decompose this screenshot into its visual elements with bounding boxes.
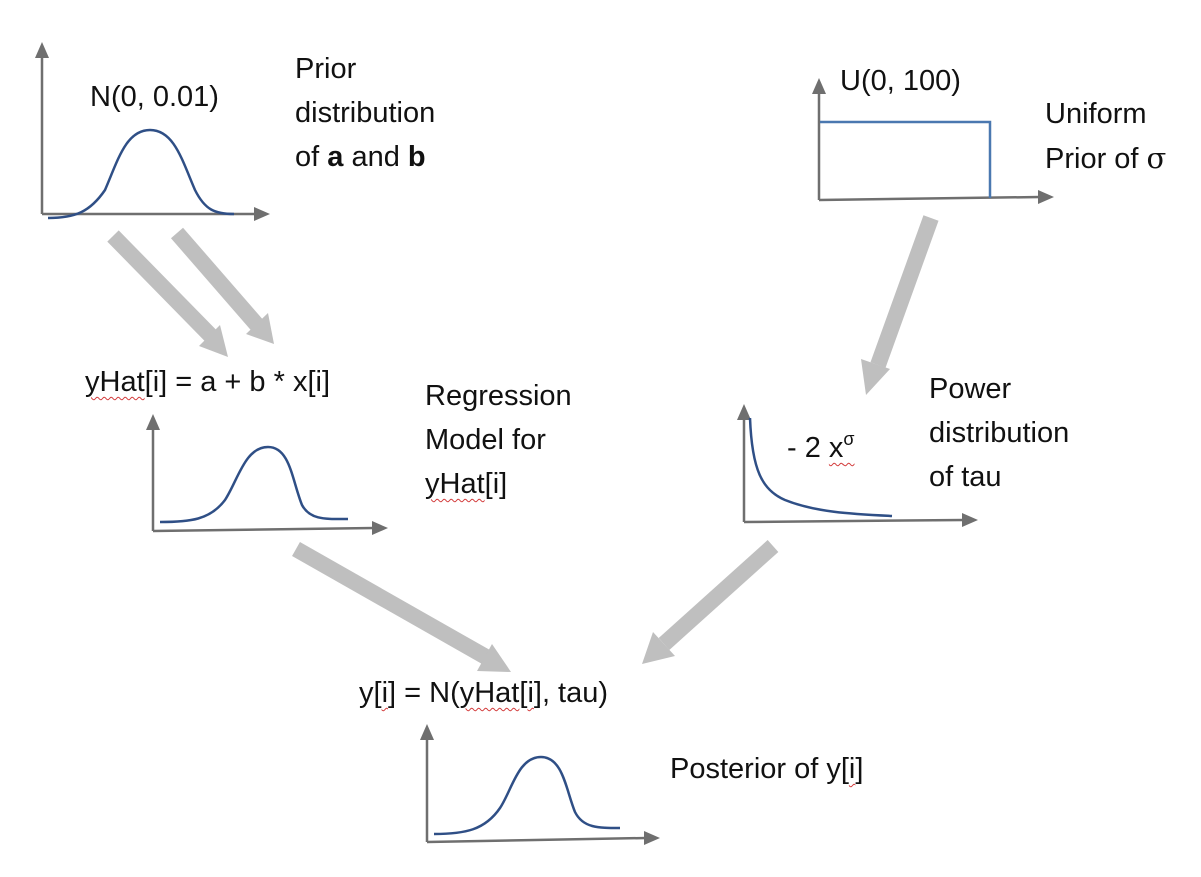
prior-sigma-label-line2: Prior of σ [1045,136,1166,181]
prior-ab-label: Prior distribution of a and b [295,47,435,179]
prior-ab-label-of: of [295,141,328,173]
regression-normal-curve [159,445,349,524]
prior-sigma-chart [812,78,1054,204]
posterior-formula-yhat: yHat [459,677,520,709]
prior-ab-x-arrowhead [254,207,270,221]
posterior-formula-y: y[ [359,677,382,709]
power-label-line1: Power [929,373,1012,405]
power-formula-x-group: xσ [828,429,855,464]
posterior-label-i: i [848,753,856,785]
posterior-label: Posterior of y[i] [670,747,863,791]
flow-arrow-power-to-posterior [642,540,779,664]
regression-label: Regression Model for yHat[i] [425,374,572,506]
prior-ab-formula: N(0, 0.01) [90,75,219,119]
posterior-formula-i: i [381,677,389,709]
regression-x-arrowhead [372,521,388,535]
posterior-formula-end: ], tau) [533,677,609,709]
prior-ab-formula-text: N(0, 0.01) [90,81,219,113]
posterior-formula: y[i] = N(yHat[i], tau) [359,671,608,715]
regression-x-axis [152,526,375,533]
regression-y-arrowhead [146,414,160,430]
posterior-normal-curve [433,755,621,836]
sigma-symbol: σ [1146,141,1167,175]
prior-sigma-label-line1: Uniform [1045,98,1147,130]
prior-ab-y-arrowhead [35,42,49,58]
prior-sigma-formula: U(0, 100) [840,59,961,103]
posterior-x-arrowhead [644,831,660,845]
regression-chart [146,414,388,535]
regression-formula-rest: [i] = a + b * x[i] [144,366,331,398]
regression-formula: yHat[i] = a + b * x[i] [85,360,330,404]
prior-ab-label-and: and [343,141,408,173]
power-decay-curve [748,417,893,518]
prior-sigma-x-axis [818,195,1041,202]
flow-arrow-sigma-to-power [861,215,939,395]
prior-ab-normal-curve [47,128,235,220]
posterior-formula-eq: ] = N( [388,677,460,709]
power-x-axis [743,518,965,524]
power-formula-coef: - 2 [787,432,829,464]
power-formula-x: x [828,432,844,464]
prior-sigma-label-prior-of: Prior of [1045,143,1147,175]
prior-sigma-formula-text: U(0, 100) [840,65,961,97]
prior-ab-label-line2: distribution [295,97,436,129]
prior-sigma-uniform-box [820,120,992,198]
posterior-chart [420,724,660,845]
prior-ab-chart [35,42,270,221]
prior-ab-label-a: a [327,141,344,173]
power-label: Power distribution of tau [929,367,1069,499]
prior-ab-label-b: b [407,141,426,173]
flow-arrow-regression-to-posterior [292,542,511,672]
posterior-formula-bracket: [ [519,677,528,709]
posterior-formula-i2: i [527,677,534,709]
flow-arrow-prior-a-to-regression [107,230,228,357]
power-formula-exponent: σ [843,429,855,449]
regression-label-index: [i] [484,468,508,500]
power-label-line2: distribution [929,417,1070,449]
prior-ab-label-line3: of a and b [295,135,435,179]
power-y-arrowhead [737,404,751,420]
regression-label-line1: Regression [425,380,572,412]
power-chart [737,404,978,527]
posterior-label-text: Posterior of y[ [670,753,849,785]
regression-label-line3: yHat[i] [425,462,572,506]
prior-sigma-label: Uniform Prior of σ [1045,92,1166,181]
power-formula: - 2 xσ [787,417,855,470]
prior-sigma-x-arrowhead [1038,190,1054,204]
regression-label-yhat: yHat [425,468,485,500]
power-x-arrowhead [962,513,978,527]
prior-ab-label-line1: Prior [295,53,357,85]
prior-sigma-y-arrowhead [812,78,826,94]
posterior-label-end: ] [855,753,864,785]
flow-arrow-prior-b-to-regression [170,227,274,344]
regression-label-line2: Model for [425,424,546,456]
regression-formula-yhat: yHat [85,366,145,398]
flow-arrows [107,215,939,672]
posterior-y-arrowhead [420,724,434,740]
posterior-x-axis [426,836,647,844]
power-label-line3: of tau [929,461,1002,493]
